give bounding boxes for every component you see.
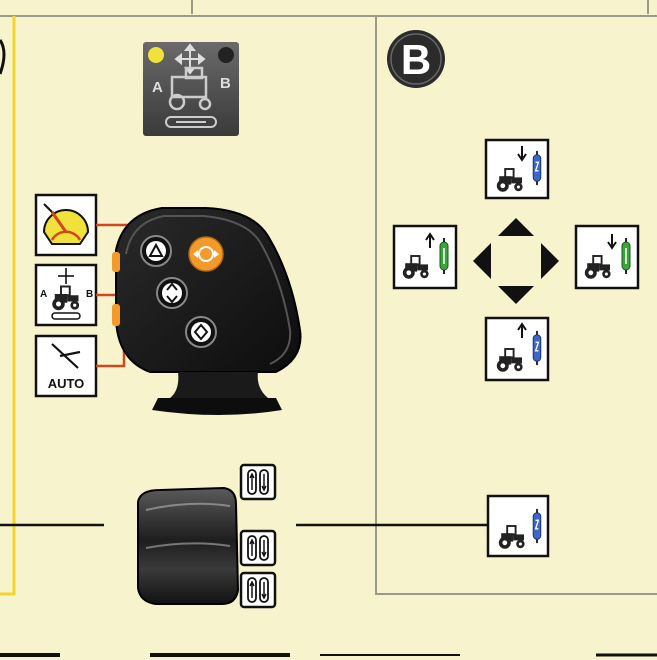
move-arrows-icon bbox=[174, 43, 206, 75]
rocker-position-icon-2 bbox=[239, 529, 277, 567]
mode-indicator-a bbox=[148, 47, 164, 63]
yellow-frame bbox=[0, 16, 16, 596]
joystick-side-button-upper[interactable] bbox=[112, 252, 120, 272]
cylinder-tile-right bbox=[574, 224, 640, 290]
direction-arrows bbox=[473, 218, 559, 304]
arrow-down-icon bbox=[498, 286, 534, 304]
rocker-switch[interactable] bbox=[0, 486, 490, 605]
gauge-side-icon bbox=[34, 193, 98, 257]
hitch-icon bbox=[51, 312, 81, 320]
side-mode-label-a: A bbox=[40, 289, 47, 300]
mode-select-icon: A B bbox=[143, 42, 239, 136]
mode-label-a: A bbox=[152, 79, 163, 96]
hitch-outline-icon bbox=[165, 116, 217, 128]
joystick-button-1[interactable] bbox=[140, 235, 172, 267]
partial-badge bbox=[0, 39, 6, 75]
mode-label-b: B bbox=[220, 75, 231, 92]
cylinder-tile-top bbox=[484, 138, 550, 200]
arrow-down-small-icon bbox=[517, 146, 527, 162]
gauge-icon bbox=[42, 209, 90, 245]
cylinder-tile-bottom bbox=[484, 316, 550, 382]
mode-indicator-b bbox=[218, 47, 234, 63]
auto-label: AUTO bbox=[48, 376, 85, 391]
tractor-outline-icon bbox=[168, 66, 212, 111]
panel-b-frame bbox=[375, 16, 657, 595]
rocker-position-icon-3 bbox=[239, 571, 277, 609]
joystick-button-2[interactable] bbox=[156, 277, 188, 309]
cylinder-tile-rocker bbox=[486, 494, 550, 558]
cylinder-tile-left bbox=[392, 224, 458, 290]
joystick-button-orange[interactable] bbox=[188, 236, 224, 272]
panel-b-letter: B bbox=[401, 36, 431, 83]
joystick-controller bbox=[112, 207, 302, 415]
small-move-arrows-icon bbox=[58, 268, 74, 284]
joystick-button-3[interactable] bbox=[185, 316, 217, 348]
arrow-up-small-icon bbox=[425, 232, 435, 248]
arrow-right-icon bbox=[541, 243, 559, 279]
panel-b-badge: B bbox=[387, 30, 445, 88]
joystick-side-button-lower[interactable] bbox=[112, 304, 120, 326]
lift-arm-icon bbox=[51, 343, 81, 369]
rocker-position-icon-1 bbox=[239, 463, 277, 501]
arrow-up-small-icon-2 bbox=[517, 322, 527, 338]
mode-ab-side-icon: A B bbox=[34, 263, 98, 327]
arrow-left-icon bbox=[473, 243, 491, 279]
auto-side-icon: AUTO bbox=[34, 334, 98, 398]
arrow-down-small-icon-2 bbox=[607, 234, 617, 250]
arrow-up-icon bbox=[498, 218, 534, 236]
side-mode-label-b: B bbox=[86, 289, 93, 300]
